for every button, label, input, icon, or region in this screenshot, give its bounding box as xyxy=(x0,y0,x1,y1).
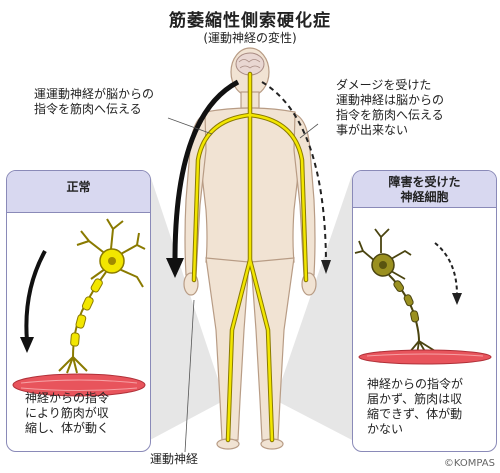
motor-nerve-label: 運動神経 xyxy=(150,452,199,466)
damaged-axon xyxy=(388,274,420,342)
signal-arrow-normal xyxy=(166,79,240,278)
panel-damaged: 障害を受けた 神経細胞 xyxy=(352,170,497,452)
left-panel-pointer xyxy=(150,175,225,440)
panel-damaged-header: 障害を受けた 神経細胞 xyxy=(353,171,496,208)
caption-line: 神経からの指令 xyxy=(25,391,110,405)
signal-arrow-blocked xyxy=(261,81,331,274)
annotation-line: 指令を筋肉へ伝える xyxy=(336,108,444,122)
damaged-neuron-illustration xyxy=(354,228,492,365)
annotation-line: 事が出来ない xyxy=(336,123,409,137)
panel-damaged-header-line: 障害を受けた xyxy=(388,175,461,189)
diagram-title: 筋萎縮性側索硬化症 xyxy=(169,11,331,31)
annotation-right: ダメージを受けた 運動神経は脳からの 指令を筋肉へ伝える 事が出来ない xyxy=(336,78,444,138)
panel-damaged-caption: 神経からの指令が 届かず、筋肉は収 縮できず、体が動 かない xyxy=(367,377,463,437)
panel-normal: 正常 xyxy=(6,170,151,452)
damaged-muscle xyxy=(358,349,492,365)
caption-line: かない xyxy=(367,422,404,436)
damaged-signal-arrow xyxy=(434,242,458,296)
panel-normal-header: 正常 xyxy=(7,171,150,213)
credit: ©KOMPAS xyxy=(443,458,495,469)
caption-line: 届かず、筋肉は収 xyxy=(367,392,463,406)
motor-nerves xyxy=(191,71,309,443)
caption-line: により筋肉が収 xyxy=(25,406,109,420)
leader-line-bottom xyxy=(184,299,195,453)
damaged-dendrites xyxy=(354,228,412,280)
normal-dendrites xyxy=(76,218,146,288)
leader-line-left xyxy=(167,117,213,135)
caption-line: 縮できず、体が動 xyxy=(367,407,463,421)
annotation-line: ダメージを受けた xyxy=(336,78,432,92)
panel-damaged-header-line: 神経細胞 xyxy=(400,190,449,204)
leader-line-right xyxy=(299,123,319,139)
annotation-line: 指令を筋肉へ伝える xyxy=(34,102,142,116)
right-panel-pointer xyxy=(275,175,352,440)
normal-axon xyxy=(70,271,107,358)
annotation-left: 運運動神経が脳からの 指令を筋肉へ伝える xyxy=(34,87,154,117)
damaged-nerve-terminals xyxy=(408,340,436,356)
normal-neuron-illustration xyxy=(12,218,146,397)
normal-signal-arrow xyxy=(24,250,47,342)
annotation-line: 運運動神経が脳からの xyxy=(34,87,155,101)
normal-nerve-terminals xyxy=(58,356,88,374)
normal-muscle xyxy=(12,373,146,397)
annotation-line: 運動神経は脳からの xyxy=(336,93,445,107)
damaged-nucleus xyxy=(379,261,387,269)
panel-normal-header-text: 正常 xyxy=(66,180,91,194)
caption-line: 縮し、体が動く xyxy=(25,421,110,435)
panel-normal-caption: 神経からの指令 により筋肉が収 縮し、体が動く xyxy=(25,391,109,436)
normal-nucleus xyxy=(108,257,116,265)
caption-line: 神経からの指令が xyxy=(367,377,464,391)
brain xyxy=(235,52,265,76)
diagram-subtitle: (運動神経の変性) xyxy=(203,31,297,45)
